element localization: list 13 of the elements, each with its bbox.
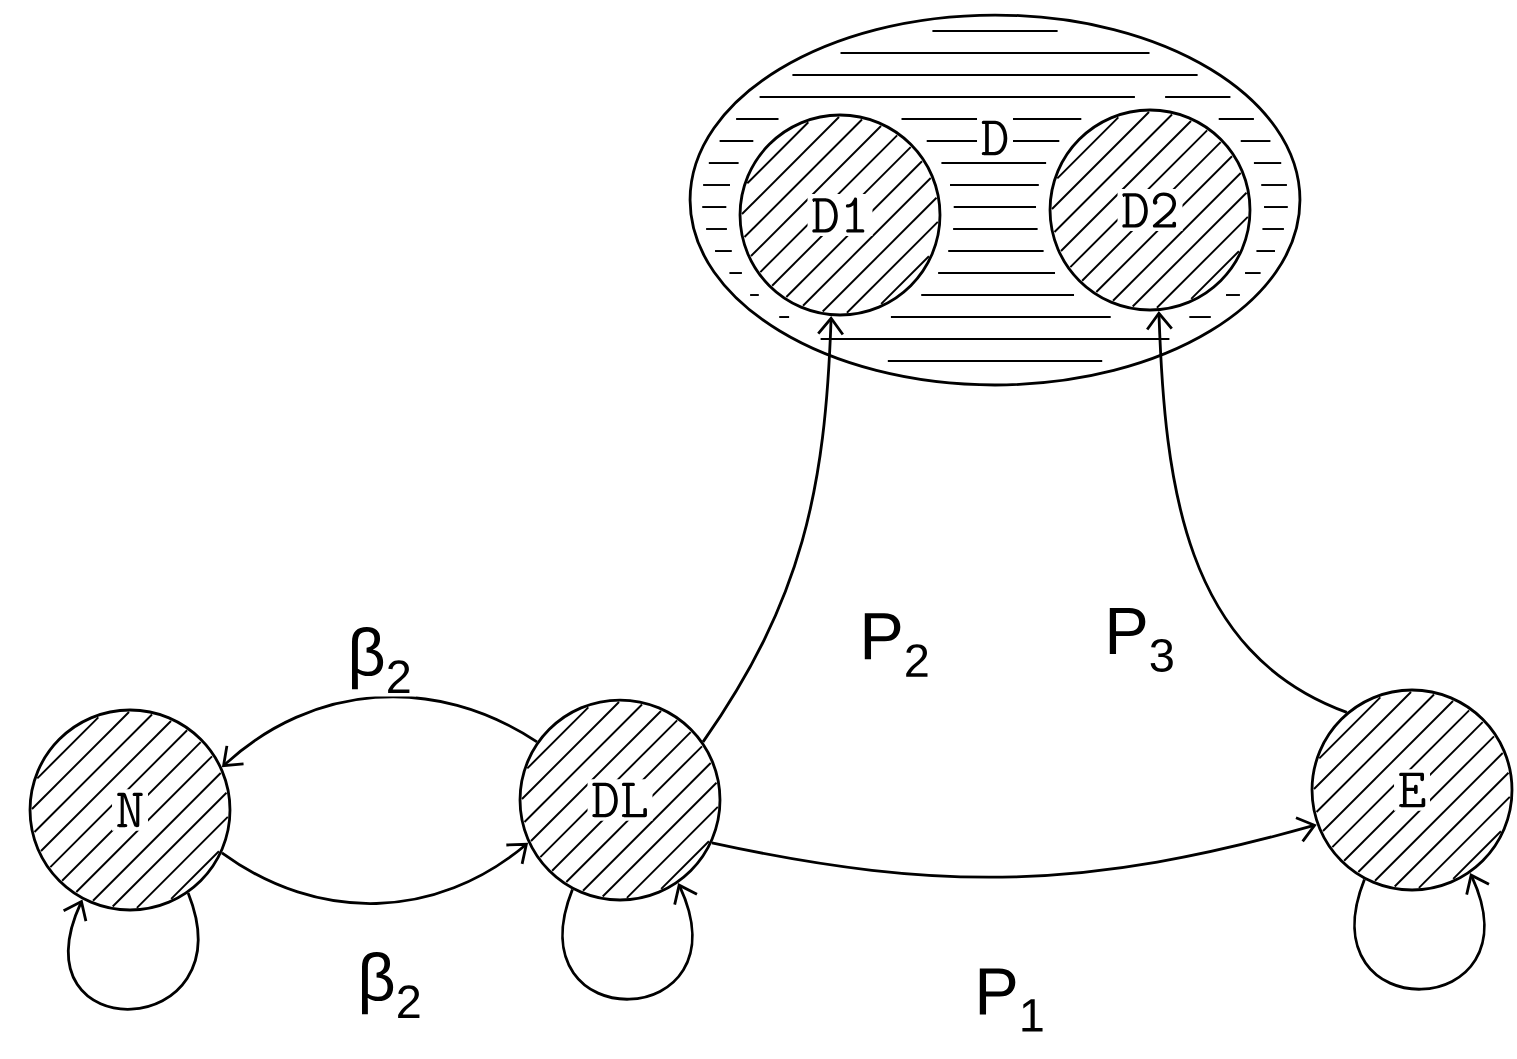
arrow: [221, 695, 538, 768]
edge-label: P$_{2}$: [855, 609, 935, 681]
arrow: [62, 892, 199, 1011]
arrow: [701, 316, 844, 743]
edge-label: β$_{2}$: [353, 948, 427, 1022]
arrow: [221, 842, 529, 905]
arrow: [711, 816, 1317, 879]
arrow: [1353, 873, 1490, 991]
arrow: [561, 883, 698, 1001]
arrow: [1146, 311, 1348, 714]
edge-label: β$_{2}$: [343, 623, 417, 697]
edge-label: P$_{3}$: [1100, 604, 1180, 676]
edge-label: P$_{1}$: [970, 965, 1050, 1036]
